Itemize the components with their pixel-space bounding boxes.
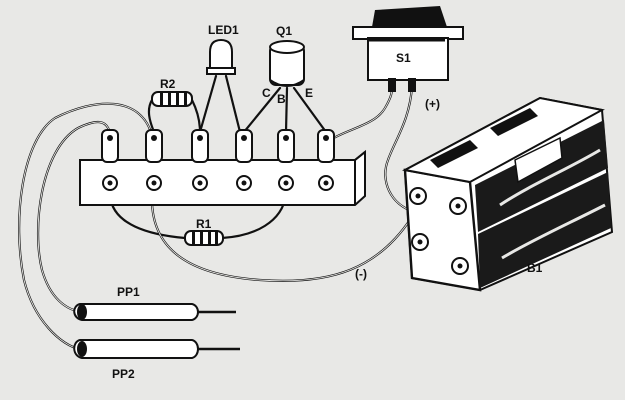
label-minus: (-): [355, 267, 367, 281]
screw-6: [318, 175, 334, 191]
lug-5: [277, 129, 295, 163]
label-pin-b: B: [277, 92, 286, 106]
label-pp2: PP2: [112, 367, 135, 381]
resistor-r2: [151, 91, 193, 107]
battery-b1: [402, 96, 614, 292]
label-s1: S1: [396, 51, 411, 65]
label-q1: Q1: [276, 24, 292, 38]
lug-2: [145, 129, 163, 163]
probe-pp1: [73, 303, 236, 321]
lug-3: [191, 129, 209, 163]
q1-leg-c: [242, 86, 282, 134]
label-pin-c: C: [262, 86, 271, 100]
label-pp1: PP1: [117, 285, 140, 299]
screw-2: [146, 175, 162, 191]
screw-5: [278, 175, 294, 191]
screw-4: [236, 175, 252, 191]
lug-4: [235, 129, 253, 163]
r2-leg-right: [190, 98, 202, 134]
label-pin-e: E: [305, 86, 313, 100]
lug-1: [101, 129, 119, 163]
label-r2: R2: [160, 77, 176, 91]
q1-leg-e: [292, 86, 328, 134]
wire-pp1: [37, 121, 112, 314]
label-plus: (+): [425, 97, 440, 111]
led-1: [206, 38, 236, 75]
label-r1: R1: [196, 217, 212, 231]
led-leg-1: [198, 74, 218, 134]
screw-1: [102, 175, 118, 191]
wires: [18, 74, 417, 352]
lug-6: [317, 129, 335, 163]
screw-3: [192, 175, 208, 191]
resistor-r1: [184, 230, 224, 246]
transistor-q1: [269, 40, 305, 87]
probe-pp2: [73, 339, 240, 359]
label-led1: LED1: [208, 23, 239, 37]
label-b1: B1: [527, 261, 543, 275]
switch-s1: [352, 6, 464, 92]
wire-switch-strip: [328, 84, 394, 142]
q1-leg-b: [284, 86, 289, 134]
terminal-strip: [79, 129, 366, 206]
led-leg-2: [224, 74, 242, 134]
